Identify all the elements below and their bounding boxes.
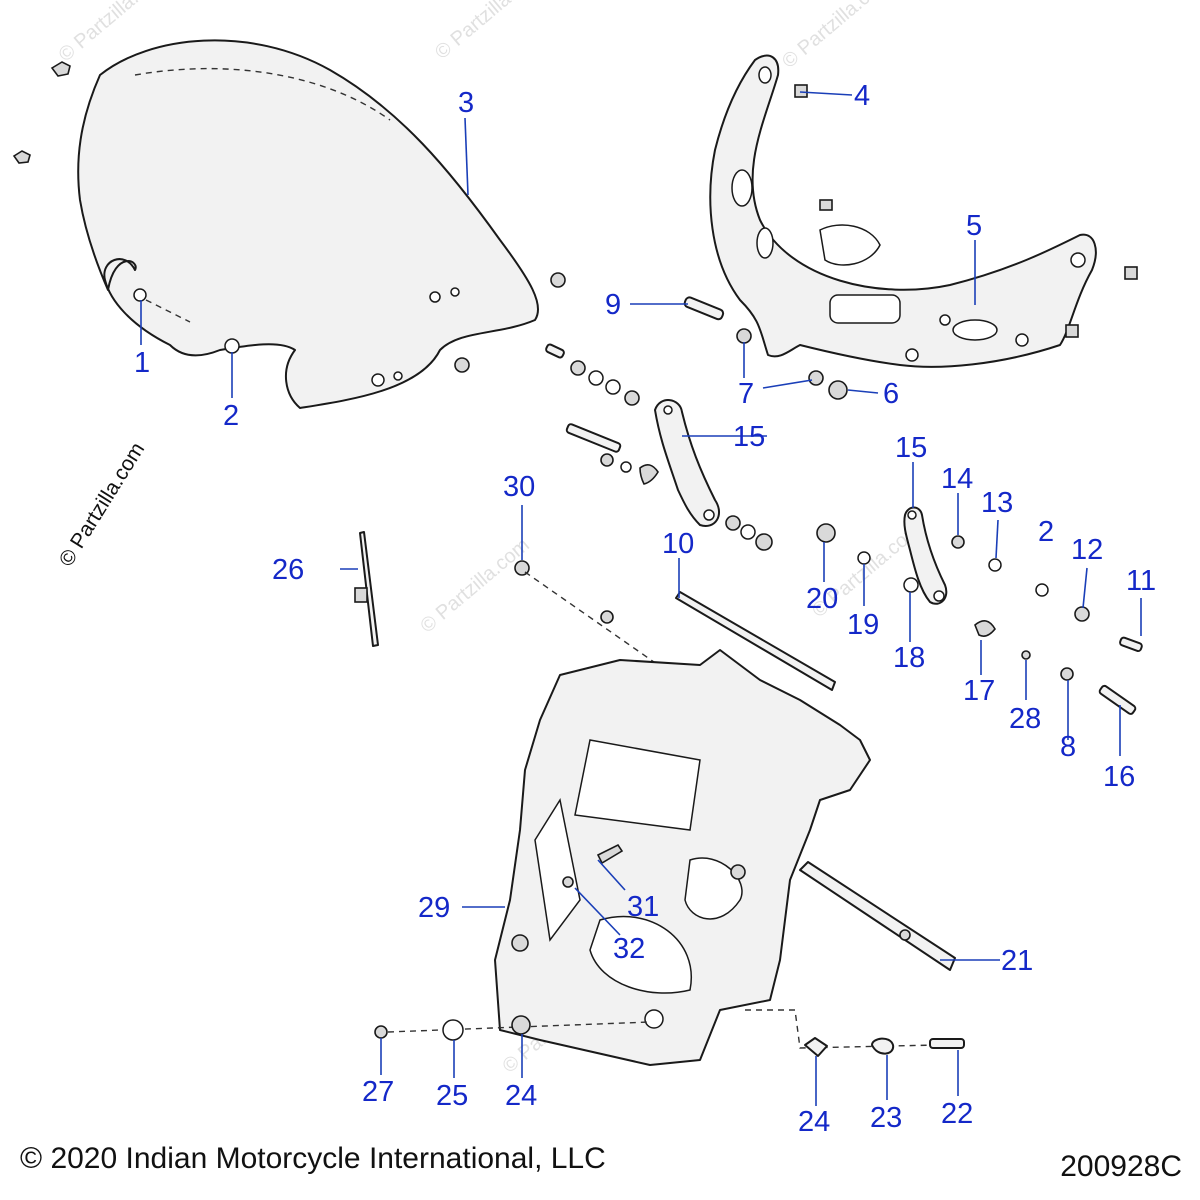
callout-18: 18 <box>893 642 925 674</box>
pivot-link <box>903 506 948 605</box>
side-watermark: © Partzilla.com <box>55 438 149 570</box>
callout-19: 19 <box>847 609 879 641</box>
callout-11: 11 <box>1126 565 1156 597</box>
callout-5: 5 <box>966 210 982 242</box>
callout-24: 24 <box>505 1080 537 1112</box>
callout-25: 25 <box>436 1080 468 1112</box>
watermark: © Partzilla.com <box>431 0 548 64</box>
callout-2: 2 <box>1038 516 1054 548</box>
callout-7: 7 <box>738 378 754 410</box>
callout-32: 32 <box>613 933 645 965</box>
callout-6: 6 <box>883 378 899 410</box>
retaining-strap <box>359 531 379 647</box>
callout-27: 27 <box>362 1076 394 1108</box>
callout-28: 28 <box>1009 703 1041 735</box>
leader-lines <box>140 91 1142 1106</box>
callout-8: 8 <box>1060 731 1076 763</box>
copyright-text: © 2020 Indian Motorcycle International, … <box>20 1142 606 1175</box>
callout-31: 31 <box>627 891 659 923</box>
watermark: © Partzilla.com <box>416 534 533 637</box>
windshield <box>77 39 540 409</box>
callout-16: 16 <box>1103 761 1135 793</box>
callout-3: 3 <box>458 87 474 119</box>
callout-15: 15 <box>895 432 927 464</box>
callout-26: 26 <box>272 554 304 586</box>
callout-22: 22 <box>941 1098 973 1130</box>
callout-23: 23 <box>870 1102 902 1134</box>
pivot-link <box>654 399 720 527</box>
callout-21: 21 <box>1001 945 1033 977</box>
callout-17: 17 <box>963 675 995 707</box>
callout-12: 12 <box>1071 534 1103 566</box>
callout-labels: 1 2 3 4 5 6 7 8 9 10 11 12 13 14 15 15 1… <box>134 80 1156 1138</box>
watermark: © Partzilla.com <box>778 0 895 73</box>
callout-20: 20 <box>806 583 838 615</box>
callout-13: 13 <box>981 487 1013 519</box>
callout-9: 9 <box>605 289 621 321</box>
callout-4: 4 <box>854 80 870 112</box>
callout-1: 1 <box>134 347 150 379</box>
callout-14: 14 <box>941 463 973 495</box>
callout-30: 30 <box>503 471 535 503</box>
callout-24: 24 <box>798 1106 830 1138</box>
callout-2: 2 <box>223 400 239 432</box>
callout-10: 10 <box>662 528 694 560</box>
mount-bracket <box>709 54 1097 368</box>
diagram-id: 200928C <box>1060 1150 1182 1183</box>
mount-strip <box>799 861 956 971</box>
callout-29: 29 <box>418 892 450 924</box>
callout-15: 15 <box>733 421 765 453</box>
